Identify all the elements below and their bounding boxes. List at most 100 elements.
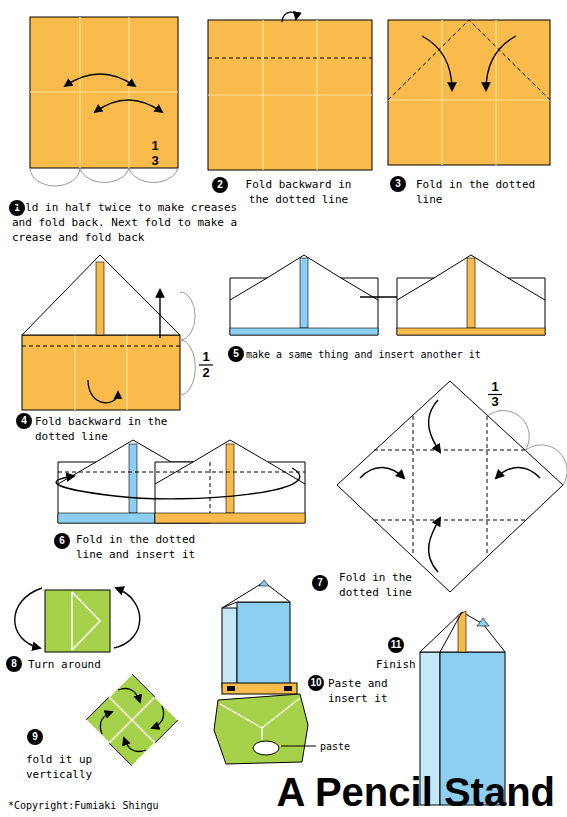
pencil-assembly (214, 694, 308, 764)
instruction-text: Paste and insert it (328, 676, 408, 706)
instruction-text: Fold backward in the dotted line (236, 177, 361, 207)
step-number: 11 (388, 637, 404, 653)
paper-diamond (374, 520, 526, 521)
paper-diamond (488, 411, 530, 451)
paper-square (208, 20, 372, 170)
paper-diamond (487, 416, 488, 554)
fraction-digit: 1 (148, 139, 162, 153)
folded-paper (96, 262, 104, 335)
paper-square (388, 20, 550, 165)
paper-square (422, 36, 516, 90)
instruction-text: Finish (376, 657, 418, 672)
joined-units (56, 440, 305, 523)
paper-square (80, 168, 129, 182)
joined-units (56, 468, 300, 499)
instruction-text: Turn around (28, 657, 128, 672)
paper-square (208, 12, 372, 170)
fraction-digit: 3 (488, 395, 502, 409)
folded-unit (300, 258, 308, 328)
step-circle (212, 177, 228, 193)
joined-units (129, 444, 137, 513)
pencil-assembly (222, 683, 297, 694)
step-circle (27, 729, 43, 745)
folded-paper (180, 292, 195, 340)
paper-square (486, 36, 516, 90)
green-unit (114, 588, 140, 648)
step-number: 7 (312, 575, 328, 591)
paper-square (388, 20, 550, 165)
pencil-assembly (222, 582, 290, 608)
paper-square (422, 36, 452, 90)
instruction-text: Fold in the dotted line and insert it (76, 532, 206, 562)
folded-paper (88, 380, 118, 403)
paper-square (208, 20, 372, 170)
step-circle (388, 637, 404, 653)
green-unit (15, 588, 42, 648)
folded-paper (22, 255, 180, 335)
joined-units (58, 462, 305, 513)
folded-paper (180, 340, 195, 395)
callout-label: paste (320, 740, 365, 753)
paper-diamond (488, 411, 567, 485)
step-number: 5 (228, 346, 244, 362)
finished-pencil-stand (420, 612, 505, 652)
paper-diamond (360, 467, 404, 478)
paper-diamond (374, 416, 526, 554)
folded-paper (22, 255, 195, 410)
paper-square (30, 17, 178, 186)
folded-unit (467, 258, 475, 328)
folded-paper (159, 290, 160, 338)
pencil-assembly (214, 580, 316, 764)
paper-diamond (525, 445, 567, 485)
fraction-digit: 3 (148, 154, 162, 168)
joined-units (155, 513, 305, 523)
fraction-digit: 2 (199, 366, 213, 380)
paper-square (30, 17, 178, 168)
leader-line (281, 746, 316, 747)
folded-paper (180, 292, 195, 395)
paper-diamond (429, 400, 440, 452)
step-circle (16, 413, 32, 429)
paper-square (129, 168, 178, 182)
paper-square (495, 20, 496, 165)
step-circle (6, 176, 406, 745)
joined-units (210, 462, 211, 513)
instruction-text: Fold in the dotted line (416, 177, 546, 207)
step-circle (54, 533, 70, 549)
step-number: 10 (308, 675, 324, 691)
step-circle (228, 346, 244, 362)
green-diamond (86, 674, 178, 766)
green-diamond (118, 689, 140, 703)
green-unit (15, 588, 140, 652)
step-number: 6 (54, 533, 70, 549)
green-unit (45, 590, 110, 652)
joined-units (58, 472, 305, 473)
paper-square (282, 12, 296, 22)
paper-square (65, 74, 162, 112)
copyright-note: *Copyright:Fumiaki Shingu (8, 799, 208, 812)
paper-diamond (429, 518, 440, 572)
fraction-digit: 1 (488, 380, 502, 394)
pencil-assembly (253, 741, 279, 755)
paper-square (208, 94, 372, 95)
step-number: 2 (212, 177, 228, 193)
pencil-assembly (220, 698, 300, 740)
paper-diamond (496, 467, 540, 478)
green-diamond (152, 706, 164, 728)
paper-square (208, 58, 372, 59)
paper-square (441, 20, 442, 165)
green-diamond (100, 712, 112, 734)
folded-unit (230, 255, 378, 335)
green-unit (15, 588, 140, 648)
instruction-text: make a same thing and insert another it (246, 348, 496, 361)
pencil-assembly (284, 686, 292, 691)
green-diamond (86, 674, 178, 766)
pencil-assembly (222, 608, 237, 688)
step-number: 9 (27, 729, 43, 745)
green-unit (72, 592, 100, 650)
green-diamond (124, 738, 146, 752)
step-number: 8 (6, 656, 22, 672)
finished-pencil-stand (477, 618, 489, 626)
folded-unit (230, 328, 378, 335)
